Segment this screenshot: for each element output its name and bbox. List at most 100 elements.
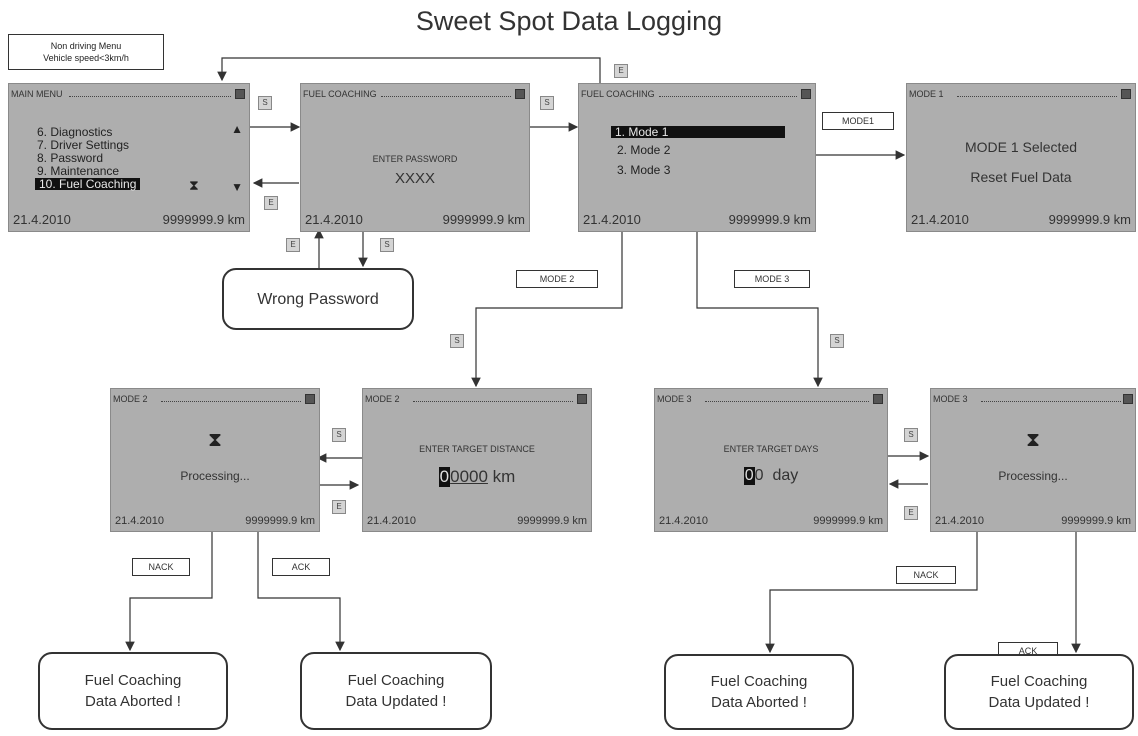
mode2-processing-screen: MODE 2 ⧗ Processing... 21.4.2010 9999999… [110, 388, 320, 532]
date-readout: 21.4.2010 [935, 515, 984, 527]
mode1-screen: MODE 1 MODE 1 Selected Reset Fuel Data 2… [906, 83, 1136, 232]
menu-item-selected[interactable]: 10. Fuel Coaching [35, 178, 141, 190]
odometer-readout: 9999999.9 km [162, 212, 245, 227]
processing-text: Processing... [998, 469, 1068, 483]
hourglass-icon: ⧗ [207, 429, 223, 451]
header-rule [957, 96, 1117, 97]
connector-mode2 [471, 230, 623, 388]
result-line1: Fuel Coaching [990, 673, 1088, 690]
menu-item[interactable]: 6. Diagnostics [37, 125, 113, 139]
s-key-icon: S [332, 428, 346, 442]
status-square-icon [801, 89, 811, 99]
s-key-icon: S [904, 428, 918, 442]
hourglass-icon: ⧗ [189, 177, 199, 193]
password-value[interactable]: XXXX [394, 170, 436, 187]
input-cursor: 0 [438, 467, 451, 487]
processing-text: Processing... [180, 469, 250, 483]
menu-item[interactable]: 8. Password [37, 151, 104, 165]
result-line2: Data Aborted ! [85, 693, 181, 710]
s-key-icon: S [380, 238, 394, 252]
connector-m3-nack [765, 530, 978, 654]
screen-header: MAIN MENU [11, 89, 63, 99]
status-square-icon [577, 394, 587, 404]
header-rule [161, 401, 301, 402]
non-driving-note-line2: Vehicle speed<3km/h [43, 53, 129, 63]
header-rule [659, 96, 797, 97]
wrong-password-bubble: Wrong Password [222, 268, 414, 330]
header-rule [981, 401, 1121, 402]
status-square-icon [1121, 89, 1131, 99]
date-readout: 21.4.2010 [305, 212, 363, 227]
date-readout: 21.4.2010 [13, 212, 71, 227]
result-line2: Data Updated ! [345, 693, 447, 710]
main-menu-screen: MAIN MENU ▲ 6. Diagnostics 7. Driver Set… [8, 83, 250, 232]
reset-fuel-data-text: Reset Fuel Data [970, 169, 1072, 185]
connector-mode3 [696, 230, 823, 388]
screen-header: MODE 1 [909, 89, 944, 99]
screen-header: FUEL COACHING [303, 89, 377, 99]
result-line1: Fuel Coaching [710, 673, 808, 690]
s-key-icon: S [450, 334, 464, 348]
menu-item[interactable]: 7. Driver Settings [37, 138, 130, 152]
days-value: 0 [754, 467, 764, 484]
result-line2: Data Updated ! [988, 694, 1090, 711]
target-distance-input[interactable]: 00000 km [363, 467, 591, 487]
result-line1: Fuel Coaching [347, 672, 445, 689]
screen-header: MODE 2 [113, 394, 148, 404]
date-readout: 21.4.2010 [115, 515, 164, 527]
mode2-label: MODE 2 [516, 270, 598, 288]
hourglass-icon: ⧗ [1025, 429, 1041, 451]
result-line1: Fuel Coaching [84, 672, 182, 689]
mode-option-selected[interactable]: 1. Mode 1 [611, 126, 785, 138]
date-readout: 21.4.2010 [659, 515, 708, 527]
header-rule [381, 96, 511, 97]
status-square-icon [305, 394, 315, 404]
screen-header: FUEL COACHING [581, 89, 655, 99]
e-key-icon: E [332, 500, 346, 514]
date-readout: 21.4.2010 [367, 515, 416, 527]
distance-value: 0000 [450, 467, 488, 486]
screen-header: MODE 3 [657, 394, 692, 404]
connector-m2-nack [125, 530, 213, 652]
target-distance-prompt: ENTER TARGET DISTANCE [419, 444, 535, 454]
odometer-readout: 9999999.9 km [1048, 212, 1131, 227]
e-key-icon: E [904, 506, 918, 520]
screen-header: MODE 2 [365, 394, 400, 404]
mode3-processing-screen: MODE 3 ⧗ Processing... 21.4.2010 9999999… [930, 388, 1136, 532]
e-key-icon: E [614, 64, 628, 78]
ack-label: ACK [272, 558, 330, 576]
status-square-icon [515, 89, 525, 99]
non-driving-note-line1: Non driving Menu [50, 41, 122, 51]
mode-select-screen: FUEL COACHING 1. Mode 1 2. Mode 2 3. Mod… [578, 83, 816, 232]
mode2-input-screen: MODE 2 ENTER TARGET DISTANCE 00000 km 21… [362, 388, 592, 532]
s-key-icon: S [540, 96, 554, 110]
target-days-input[interactable]: 00 day [655, 467, 887, 485]
odometer-readout: 9999999.9 km [813, 515, 883, 527]
s-key-icon: S [830, 334, 844, 348]
odometer-readout: 9999999.9 km [1061, 515, 1131, 527]
odometer-readout: 9999999.9 km [442, 212, 525, 227]
menu-item[interactable]: 9. Maintenance [37, 164, 120, 178]
distance-unit: km [492, 467, 516, 486]
connector-m2-ack [257, 530, 345, 652]
header-rule [705, 401, 869, 402]
status-square-icon [873, 394, 883, 404]
input-cursor: 0 [743, 467, 755, 485]
non-driving-note: Non driving Menu Vehicle speed<3km/h [8, 34, 164, 70]
screen-header: MODE 3 [933, 394, 968, 404]
mode-option[interactable]: 2. Mode 2 [617, 143, 671, 157]
s-key-icon: S [258, 96, 272, 110]
up-arrow-icon: ▲ [231, 122, 243, 136]
mode-option[interactable]: 3. Mode 3 [617, 163, 671, 177]
nack-label: NACK [132, 558, 190, 576]
header-rule [413, 401, 573, 402]
date-readout: 21.4.2010 [583, 212, 641, 227]
status-square-icon [1123, 394, 1133, 404]
status-square-icon [235, 89, 245, 99]
password-prompt: ENTER PASSWORD [372, 154, 458, 164]
mode3-label: MODE 3 [734, 270, 810, 288]
